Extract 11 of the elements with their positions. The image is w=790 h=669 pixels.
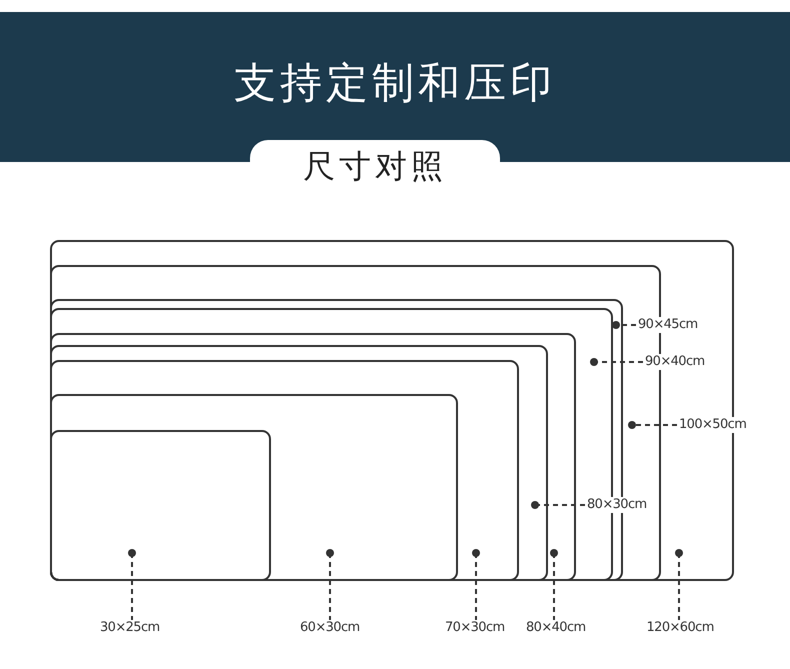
leader-line: [612, 321, 636, 329]
size-label: 100×50cm: [678, 417, 748, 433]
leader-line: [531, 501, 585, 509]
title: 支持定制和压印: [233, 57, 557, 109]
leader-line: [675, 549, 683, 621]
leader-line: [590, 358, 643, 366]
leader-line: [628, 421, 677, 429]
leader-line: [550, 549, 558, 621]
leader-line: [128, 549, 136, 621]
leader-line: [326, 549, 334, 621]
leader-line: [472, 549, 480, 621]
